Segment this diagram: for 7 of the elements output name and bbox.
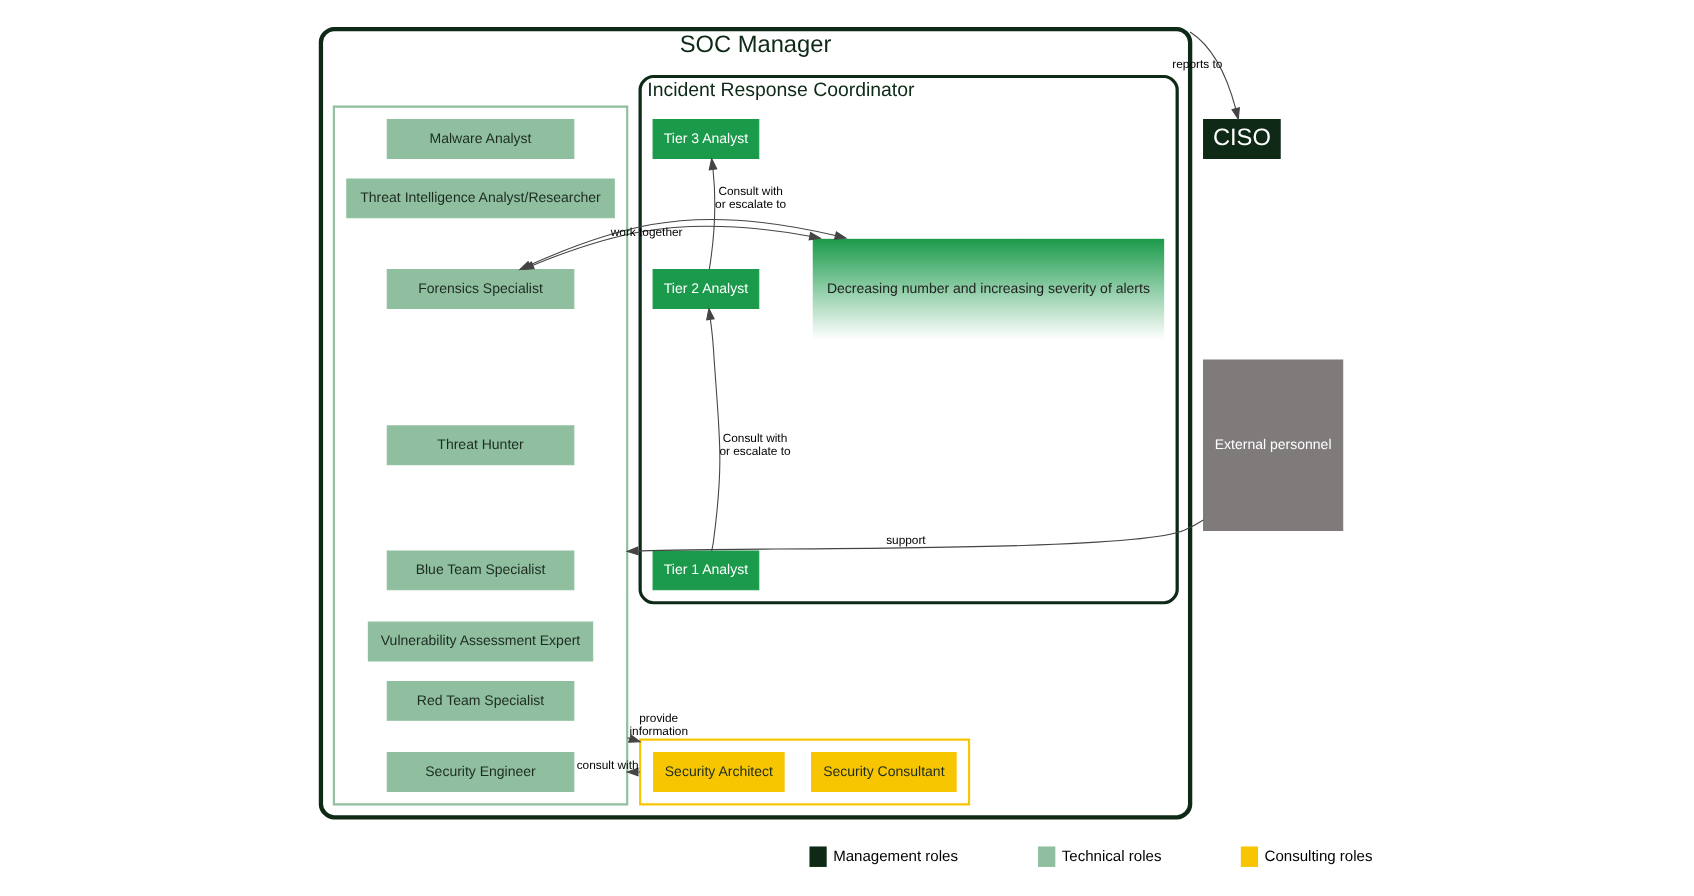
arrow [707, 157, 717, 270]
arrow [624, 519, 1203, 556]
arrow [705, 307, 720, 552]
arrow [625, 734, 641, 743]
node-box: CISO [1202, 119, 1280, 159]
arrow [1188, 31, 1239, 121]
arrow [624, 767, 640, 777]
